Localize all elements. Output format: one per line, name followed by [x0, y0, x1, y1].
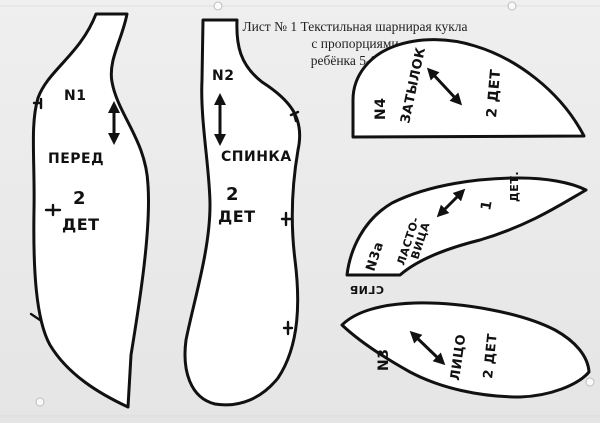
gusset-count-number: 1	[478, 199, 496, 212]
front-count-unit: ДЕТ	[62, 215, 100, 234]
notch-mark-icon	[44, 203, 62, 217]
title-line-1: Лист № 1 Текстильная шарнирая кукла	[242, 19, 468, 34]
punch-hole-icon	[507, 1, 517, 11]
piece-nape: N4 ЗАТЫЛОК 2 ДЕТ	[351, 38, 586, 139]
grain-arrow-icon	[409, 330, 446, 366]
back-count: 2	[226, 184, 239, 205]
piece-nape-outline	[351, 38, 586, 139]
back-name: СПИНКА	[221, 149, 292, 165]
punch-hole-icon	[213, 1, 223, 11]
piece-back-outline	[183, 18, 302, 407]
punch-hole-icon	[585, 377, 595, 387]
grain-arrow-icon	[426, 67, 463, 106]
piece-face-outline	[340, 301, 591, 399]
piece-back: N2 СПИНКА 2 ДЕТ	[183, 18, 302, 407]
face-name: ЛИЦО	[448, 333, 469, 381]
nape-number: N4	[373, 98, 389, 120]
front-name: ПЕРЕД	[48, 151, 104, 167]
face-count: 2 ДЕТ	[481, 333, 501, 380]
gusset-fold-label: СГИБ	[349, 283, 384, 296]
front-number: N1	[64, 88, 86, 104]
notch-mark-icon	[282, 320, 294, 336]
punch-hole-icon	[35, 397, 45, 407]
title-line-2: с пропорциями	[311, 36, 399, 51]
notch-mark-icon	[280, 211, 293, 227]
piece-front: N1 ПЕРЕД 2 ДЕТ	[29, 12, 150, 409]
grain-arrow-icon	[436, 188, 466, 218]
face-number: N3	[376, 349, 392, 371]
piece-gusset-outline	[345, 176, 588, 277]
notch-mark-icon	[29, 312, 42, 322]
piece-gusset: N3а ЛАСТО- ВИЦА 1 ДЕТ. СГИБ	[345, 171, 588, 296]
gusset-count-unit: ДЕТ.	[508, 171, 521, 202]
notch-mark-icon	[289, 108, 300, 123]
piece-face: N3 ЛИЦО 2 ДЕТ	[340, 301, 591, 399]
front-count: 2	[73, 188, 86, 209]
back-count-unit: ДЕТ	[218, 207, 256, 226]
notch-mark-icon	[32, 97, 43, 110]
nape-count: 2 ДЕТ	[484, 68, 504, 118]
back-number: N2	[212, 68, 234, 84]
